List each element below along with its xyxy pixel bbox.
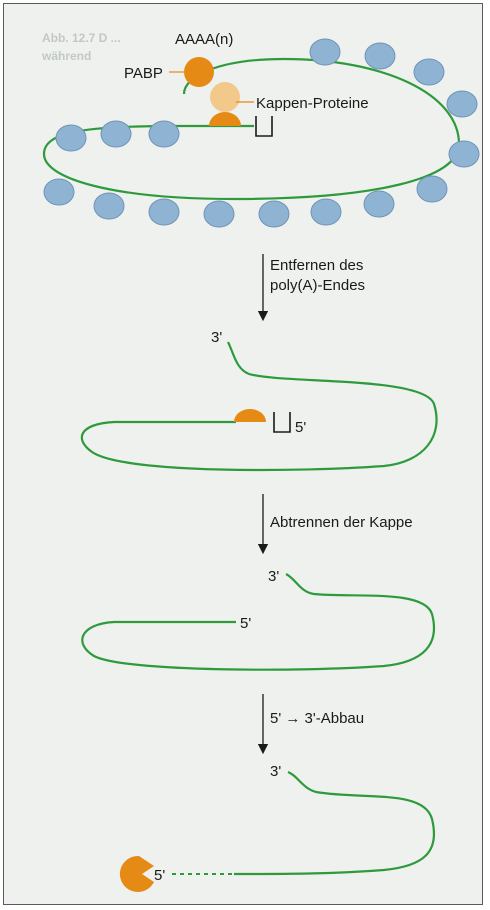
ribosome [363,190,395,218]
deadenylated-mrna [80,341,438,472]
cap-protein [209,112,241,126]
ribosome [93,192,125,220]
exonuclease-pacman [119,855,154,892]
ribosome [203,200,235,228]
degrading-mrna [233,770,436,876]
pabp-label: PABP [124,65,163,82]
step3-arrow: 5' → 3'-Abbau [257,694,364,755]
step1-arrow: Entfernen des poly(A)-Endes [257,254,365,322]
ribosome [448,140,480,168]
three-prime-label: 3' [270,763,281,780]
three-prime-label: 3' [268,568,279,585]
step2-label: Abtrennen der Kappe [270,514,413,531]
five-prime-label: 5' [295,419,306,436]
ribosome [100,120,132,148]
polysome-panel: AAAA(n) PABP Kappen-Proteine [42,31,480,228]
step1-label-line1: Entfernen des [270,257,363,274]
ribosome [43,178,75,206]
cap-protein [234,409,266,422]
ribosome [310,198,342,226]
ribosomes-upper-strand [55,120,180,152]
ribosome [364,42,396,70]
ribosome [309,38,341,66]
cap-structure [255,116,273,137]
circular-mrna [42,57,461,201]
ribosome [446,90,478,118]
five-prime-label: 5' [154,867,165,884]
mrna-decay-diagram: Abb. 12.7 D ... während [41,31,480,892]
step1-label-line2: poly(A)-Endes [270,277,365,294]
ribosome [413,58,445,86]
three-prime-label: 3' [211,329,222,346]
decapped-mrna [81,573,436,671]
cap-proteins-label: Kappen-Proteine [256,95,369,112]
ribosome [148,198,180,226]
ribosome [258,200,290,228]
step2-arrow: Abtrennen der Kappe [257,494,413,555]
pabp-protein [184,57,214,87]
ribosomes-top [309,38,480,203]
cap-structure [273,412,291,433]
five-prime-label: 5' [240,615,251,632]
cap-binding-protein [210,82,240,112]
ribosome [148,120,180,148]
ribosome [55,124,87,152]
step3-label: 5' → 3'-Abbau [270,710,364,727]
diagram-frame: Abb. 12.7 D ... während [3,3,483,905]
decapped-panel: 3' 5' [81,568,436,671]
ribosomes-bottom [43,178,395,228]
deadenylated-panel: 3' 5' [80,329,438,472]
faint-caption: Abb. 12.7 D ... [42,31,121,45]
ribosome [416,175,448,203]
faint-caption-line2: während [41,49,91,63]
degradation-panel: 3' 5' [119,763,436,892]
polya-label: AAAA(n) [175,31,233,48]
